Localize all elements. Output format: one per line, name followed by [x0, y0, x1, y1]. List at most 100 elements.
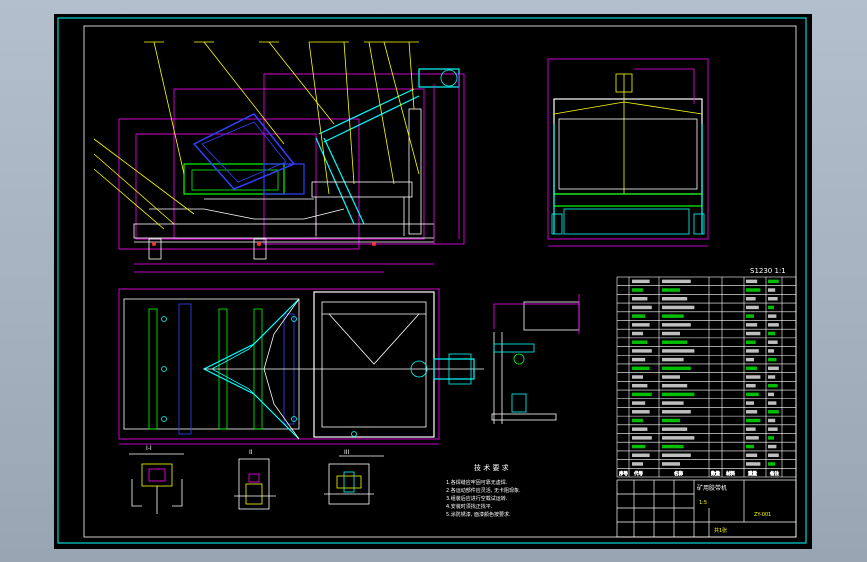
parts-table-cell-text — [662, 323, 691, 327]
parts-table-cell-text — [768, 297, 778, 301]
parts-table-cell-text — [746, 323, 758, 327]
parts-table-cell-text — [662, 462, 680, 466]
parts-table-cell-text — [662, 331, 680, 336]
plan-view — [118, 288, 484, 445]
parts-table-cell-text — [768, 340, 778, 344]
parts-table-cell-text — [768, 314, 777, 318]
parts-table-cell-text — [746, 288, 761, 292]
parts-table-cell-text — [768, 383, 778, 388]
parts-table-cell-text — [662, 418, 680, 423]
bracket-detail-view — [491, 294, 580, 424]
parts-table-cell-text — [632, 427, 648, 431]
parts-table-header-cell: 备注 — [770, 470, 779, 477]
parts-table-cell-text — [746, 297, 756, 301]
parts-table-cell-text — [662, 366, 691, 371]
parts-table-cell-text — [632, 453, 650, 457]
drawing-scale-label: S1230 1:1 — [750, 267, 786, 275]
parts-table-header-cell: 代号 — [634, 470, 643, 477]
parts-table-cell-text — [662, 375, 680, 379]
title-block — [616, 479, 797, 538]
parts-table-cell-text — [746, 340, 756, 344]
parts-table-cell-text — [662, 314, 684, 318]
title-block-name: 矿用胶带机 — [697, 484, 727, 492]
parts-table-cell-text — [746, 375, 761, 379]
parts-table-cell-text — [632, 375, 643, 379]
parts-table-cell-text — [768, 375, 776, 379]
parts-table-cell-text — [632, 288, 643, 292]
parts-table-cell-text — [632, 383, 648, 388]
parts-table-cell-text — [768, 279, 779, 284]
parts-table-cell-text — [768, 349, 774, 353]
parts-table-cell-text — [632, 314, 646, 318]
parts-table-cell-text — [662, 349, 695, 353]
parts-table-cell-text — [746, 305, 759, 310]
parts-table-cell-text — [662, 392, 695, 397]
tech-note-line: 5.涂防锈漆, 面漆颜色按要求. — [446, 511, 511, 518]
parts-table-header-cell: 名称 — [674, 470, 683, 477]
parts-table-cell-text — [662, 279, 691, 284]
parts-table-cell-text — [768, 305, 774, 310]
drawing-canvas[interactable]: 序号代号名称数量材料重量备注 S1230 1:1 技 术 要 求 1.各焊缝应牢… — [54, 14, 812, 549]
parts-table-cell-text — [632, 340, 648, 344]
tech-note-line: 4.安装时须找正找平. — [446, 503, 493, 510]
parts-table-cell-text — [632, 410, 650, 414]
detail-label-3: III — [344, 449, 350, 456]
parts-table-cell-text — [632, 418, 643, 423]
parts-table-cell-text — [662, 401, 684, 405]
parts-table-cell-text — [746, 427, 756, 431]
section-details — [129, 453, 384, 514]
parts-table-cell-text — [662, 427, 688, 431]
parts-table-cell-text — [746, 357, 754, 362]
parts-table-cell-text — [746, 418, 761, 423]
parts-table-border — [616, 276, 797, 478]
parts-table-cell-text — [768, 453, 779, 457]
parts-table-cell-text — [632, 392, 652, 397]
parts-table-cell-text — [632, 323, 650, 327]
parts-table: 序号代号名称数量材料重量备注 — [616, 276, 797, 478]
parts-table-cell-text — [662, 297, 688, 301]
parts-table-cell-text — [632, 366, 650, 371]
parts-table-cell-text — [746, 462, 761, 466]
parts-table-cell-text — [768, 323, 779, 327]
parts-table-cell-text — [746, 444, 754, 449]
parts-table-header-cell: 数量 — [711, 470, 720, 477]
parts-table-cell-text — [632, 279, 650, 284]
parts-table-cell-text — [662, 410, 691, 414]
parts-table-cell-text — [632, 297, 648, 301]
parts-table-cell-text — [662, 436, 695, 440]
parts-table-cell-text — [662, 357, 684, 362]
parts-table-cell-text — [746, 453, 758, 457]
parts-table-header-cell: 重量 — [748, 470, 757, 477]
parts-table-cell-text — [768, 444, 777, 449]
parts-table-cell-text — [768, 410, 779, 414]
detail-label-2: II — [249, 449, 253, 456]
parts-table-cell-text — [746, 392, 759, 397]
parts-table-cell-text — [768, 392, 774, 397]
tech-note-line: 1.各焊缝应牢固可靠无虚焊. — [446, 479, 508, 486]
parts-table-cell-text — [662, 453, 691, 457]
parts-table-cell-text — [746, 401, 754, 405]
parts-table-cell-text — [746, 279, 758, 284]
parts-table-cell-text — [746, 410, 758, 414]
tech-note-line: 3.组装后应进行空载试运转. — [446, 495, 508, 502]
parts-table-cell-text — [632, 401, 646, 405]
detail-label-1: I-I — [146, 445, 152, 452]
parts-table-cell-text — [632, 349, 652, 353]
parts-table-cell-text — [632, 462, 643, 466]
parts-table-cell-text — [746, 349, 759, 353]
parts-table-cell-text — [662, 305, 695, 310]
title-block-sheet: 共1张 — [714, 527, 727, 534]
parts-table-cell-text — [632, 444, 646, 449]
parts-table-cell-text — [768, 288, 776, 292]
parts-table-cell-text — [632, 357, 646, 362]
parts-table-cell-text — [768, 436, 774, 440]
parts-table-cell-text — [662, 444, 684, 449]
parts-table-cell-text — [662, 340, 688, 344]
parts-table-cell-text — [632, 436, 652, 440]
parts-table-cell-text — [768, 331, 776, 336]
parts-table-cell-text — [746, 331, 761, 336]
parts-table-cell-text — [768, 462, 776, 466]
parts-table-cell-text — [746, 314, 754, 318]
